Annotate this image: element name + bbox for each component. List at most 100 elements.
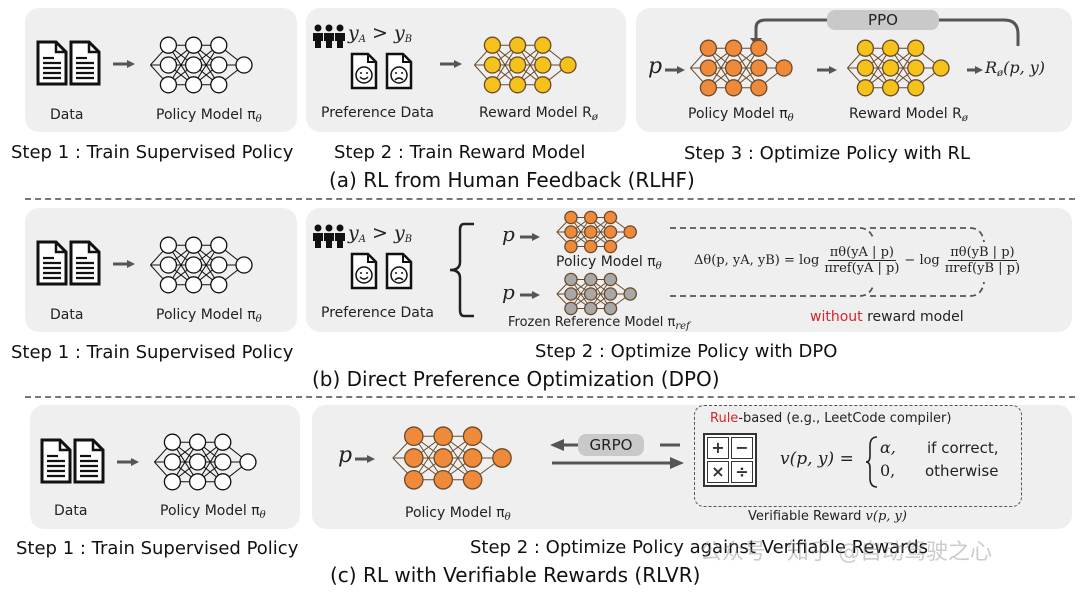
pref-a-sub: A bbox=[358, 34, 366, 45]
document-icon bbox=[69, 240, 101, 286]
network-node bbox=[564, 301, 578, 316]
network-node bbox=[433, 448, 454, 468]
network-node bbox=[159, 76, 178, 94]
pref-gt: > bbox=[372, 222, 388, 244]
network-node bbox=[907, 59, 925, 77]
dpo-step2-data-label: Preference Data bbox=[321, 305, 434, 321]
dpo-step1-policy-network bbox=[150, 236, 253, 294]
network-node bbox=[483, 36, 502, 54]
network-node bbox=[188, 473, 207, 491]
rlhf-step1-title: Step 1 : Train Supervised Policy bbox=[11, 142, 294, 163]
network-node bbox=[750, 59, 768, 77]
network-node bbox=[163, 433, 182, 451]
dpo-happy-doc-icon bbox=[350, 252, 378, 290]
network-node bbox=[184, 256, 203, 274]
rlhf-sad-doc-icon bbox=[385, 52, 413, 90]
network-node bbox=[603, 301, 618, 316]
network-node bbox=[508, 76, 527, 94]
dpo-arrow-icon bbox=[113, 260, 135, 268]
rlhf-preference-relation: yA > yB bbox=[348, 22, 412, 45]
network-node bbox=[210, 256, 228, 274]
verifiable-math: v(p, y) bbox=[865, 509, 907, 524]
formula-minus-log: − log bbox=[904, 253, 940, 268]
network-node bbox=[184, 76, 203, 94]
rlvr-cases-brace bbox=[865, 436, 878, 488]
network-node bbox=[184, 36, 203, 54]
rlhf-step2-model-label: Reward Model Rø bbox=[479, 105, 598, 123]
rlhf-step3-policy-network bbox=[690, 39, 793, 97]
network-node bbox=[159, 236, 178, 254]
calc-times-key: × bbox=[707, 461, 729, 483]
reward-label-text: Reward Model R bbox=[849, 106, 962, 122]
rlvr-step1-data-label: Data bbox=[54, 503, 88, 519]
document-icon bbox=[40, 438, 72, 484]
document-icon bbox=[73, 438, 105, 484]
network-node bbox=[210, 236, 228, 254]
network-node bbox=[603, 239, 618, 254]
rlhf-step2-data-label: Preference Data bbox=[321, 105, 434, 121]
output-sub: ø bbox=[997, 68, 1004, 79]
rlvr-verifiable-label: Verifiable Reward v(p, y) bbox=[748, 509, 907, 524]
rlvr-input: p bbox=[338, 443, 353, 468]
document-icon bbox=[36, 40, 68, 86]
model-label-sub: θ bbox=[255, 114, 262, 125]
network-output-node bbox=[559, 56, 577, 74]
rlvr-case2-value: 0, bbox=[880, 461, 896, 480]
policy-label-sub: θ bbox=[504, 512, 511, 523]
network-output-node bbox=[623, 287, 637, 301]
dpo-step1-model-label: Policy Model πθ bbox=[156, 307, 262, 325]
network-node bbox=[210, 36, 228, 54]
network-node bbox=[214, 433, 232, 451]
pref-b-sub: B bbox=[404, 34, 413, 45]
model-label-text: Policy Model π bbox=[156, 107, 256, 123]
dpo-people-icon bbox=[313, 224, 345, 248]
pref-b: y bbox=[393, 222, 405, 244]
network-output-node bbox=[932, 59, 950, 77]
rlhf-step3-reward-label: Reward Model Rø bbox=[849, 106, 968, 124]
rlvr-step2-title: Step 2 : Optimize Policy against Verifia… bbox=[470, 537, 929, 558]
policy-label-text: Policy Model π bbox=[688, 106, 788, 122]
rlhf-step1-data-label: Data bbox=[50, 107, 84, 123]
network-node bbox=[583, 287, 598, 301]
network-node bbox=[184, 276, 203, 294]
dpo-step2-title: Step 2 : Optimize Policy with DPO bbox=[535, 341, 838, 362]
network-output-node bbox=[775, 59, 793, 77]
rlhf-step3-policy-label: Policy Model πθ bbox=[688, 106, 794, 124]
model-label-sub: θ bbox=[255, 314, 262, 325]
dpo-dashed-links bbox=[670, 227, 985, 297]
network-node bbox=[583, 301, 598, 316]
policy-label-text: Policy Model π bbox=[556, 254, 656, 270]
dpo-top-arrow-icon bbox=[520, 233, 540, 241]
pref-a: y bbox=[348, 222, 359, 244]
network-node bbox=[159, 36, 178, 54]
network-node bbox=[907, 79, 925, 97]
dpo-input-top: p bbox=[502, 222, 515, 246]
dpo-data-docs-icon bbox=[36, 240, 101, 286]
network-node bbox=[534, 76, 552, 94]
output-args: (p, y) bbox=[1003, 58, 1046, 77]
network-node bbox=[856, 59, 875, 77]
dpo-step1-data-label: Data bbox=[50, 307, 84, 323]
rlvr-step2-panel bbox=[312, 405, 1072, 529]
model-label-text: Policy Model π bbox=[160, 503, 260, 519]
network-node bbox=[483, 56, 502, 74]
rlvr-step1-policy-network bbox=[154, 433, 257, 491]
dpo-input-bottom: p bbox=[502, 280, 515, 304]
rlhf-step3-reward-network bbox=[847, 39, 950, 97]
dpo-brace-icon bbox=[449, 222, 474, 318]
network-node bbox=[724, 39, 743, 57]
rlvr-verifier-box bbox=[694, 405, 1022, 507]
rlhf-step1-policy-network bbox=[150, 36, 253, 94]
rlhf-step3-in-arrow-icon bbox=[665, 66, 685, 74]
network-node bbox=[564, 225, 578, 239]
pref-a-sub: A bbox=[358, 234, 366, 245]
network-node bbox=[564, 272, 578, 287]
dpo-step1-title: Step 1 : Train Supervised Policy bbox=[11, 342, 294, 363]
network-node bbox=[534, 36, 552, 54]
network-node bbox=[583, 210, 598, 225]
rlvr-grpo-pill: GRPO bbox=[578, 434, 644, 456]
network-output-node bbox=[235, 56, 253, 74]
network-node bbox=[750, 39, 768, 57]
model-label-sub: ø bbox=[591, 112, 598, 123]
network-node bbox=[564, 239, 578, 254]
